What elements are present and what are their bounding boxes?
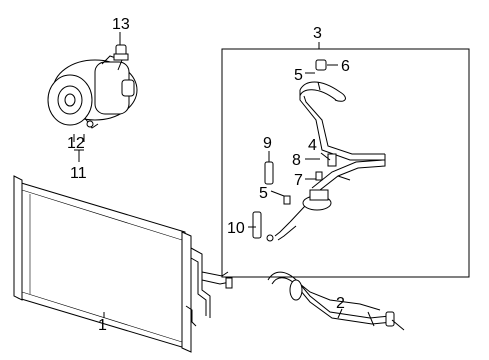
compressor <box>47 55 138 129</box>
condenser <box>13 175 233 353</box>
callout-4: 4 <box>308 137 317 154</box>
callout-8: 8 <box>292 152 301 169</box>
suction-discharge-hose <box>252 59 386 242</box>
leader-lines <box>73 32 343 319</box>
callout-labels: 1 2 3 4 5 5 6 7 8 9 10 11 12 13 <box>67 16 350 334</box>
callout-7: 7 <box>294 172 303 189</box>
callout-6: 6 <box>341 58 350 75</box>
callout-11: 11 <box>70 165 87 182</box>
callout-13: 13 <box>112 16 130 33</box>
callout-5-upper: 5 <box>294 67 303 84</box>
callout-2: 2 <box>336 295 345 312</box>
callout-5-lower: 5 <box>259 185 268 202</box>
callout-1: 1 <box>98 317 107 334</box>
callout-12: 12 <box>67 135 85 152</box>
callout-3: 3 <box>313 25 322 42</box>
inset-detail-box <box>221 48 470 278</box>
lower-hose <box>267 271 405 331</box>
callout-9: 9 <box>263 135 272 152</box>
pressure-switch <box>113 44 129 61</box>
callout-10: 10 <box>227 220 245 237</box>
